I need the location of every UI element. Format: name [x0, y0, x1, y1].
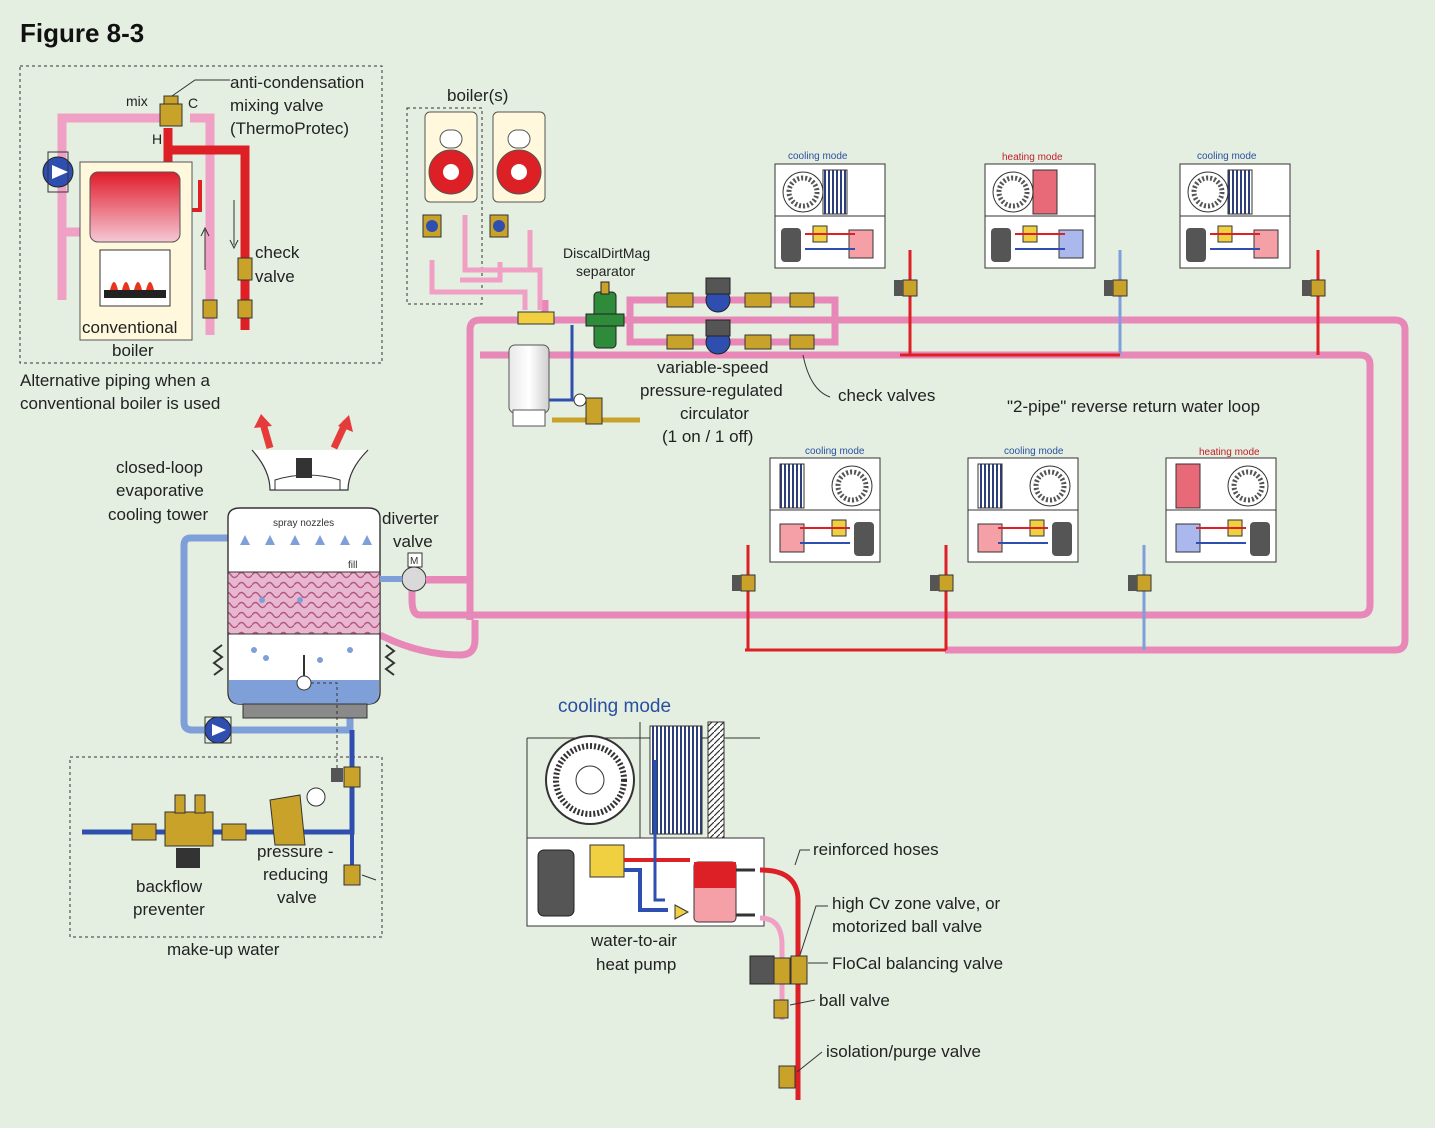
purge-valve-label: isolation/purge valve — [826, 1042, 981, 1061]
prv-label-1: pressure - — [257, 842, 334, 861]
diverter-label-1: diverter — [382, 509, 439, 528]
boiler-group-frame — [406, 107, 483, 305]
hp-bot-1-unit — [769, 457, 881, 563]
inset-caption-2: conventional boiler is used — [20, 394, 220, 413]
twin-circulators — [666, 277, 831, 398]
zone-valve-label-1: high Cv zone valve, or — [832, 894, 1001, 913]
hp-bot-3-unit — [1165, 457, 1277, 563]
detail-mode-label: cooling mode — [558, 696, 671, 717]
makeup-caption: make-up water — [167, 940, 280, 959]
hp-top-1-unit — [774, 163, 886, 269]
makeup-frame — [69, 756, 383, 938]
bottom-heat-pumps — [732, 457, 1277, 652]
tower-label-3: cooling tower — [108, 505, 209, 524]
port-c-label: C — [188, 95, 198, 111]
hp-top-3-unit — [1179, 163, 1291, 269]
check-valve-label-2: valve — [255, 267, 295, 286]
hp-bot-1-mode: cooling mode — [805, 446, 865, 457]
circulator-label-4: (1 on / 1 off) — [662, 427, 753, 446]
tower-label-2: evaporative — [116, 481, 204, 500]
separator-label-1: DiscalDirtMag — [563, 245, 650, 261]
hp-bot-3-mode: heating mode — [1199, 447, 1260, 458]
hp-top-2-mode: heating mode — [1002, 152, 1063, 163]
mixing-valve-label-2: mixing valve — [230, 96, 324, 115]
port-mix-label: mix — [126, 93, 148, 109]
circulator-label-1: variable-speed — [657, 358, 769, 377]
prv-label-2: reducing — [263, 865, 328, 884]
conventional-boiler-label-1: conventional — [82, 318, 177, 337]
mixing-valve-label-3: (ThermoProtec) — [230, 119, 349, 138]
conventional-boiler-label-2: boiler — [112, 341, 154, 360]
mixing-valve-label-1: anti-condensation — [230, 73, 364, 92]
hp-top-3-mode: cooling mode — [1197, 151, 1257, 162]
hp-bot-2-unit — [967, 457, 1079, 563]
check-valves-label: check valves — [838, 386, 935, 405]
detail-unit-label-2: heat pump — [596, 955, 676, 974]
expansion-tank — [508, 344, 640, 427]
figure-title: Figure 8-3 — [20, 18, 144, 48]
detail-unit-label-1: water-to-air — [590, 931, 677, 950]
spray-nozzles-label: spray nozzles — [273, 518, 334, 529]
boilers-label: boiler(s) — [447, 86, 508, 105]
backflow-label-2: preventer — [133, 900, 205, 919]
circulator-label-3: circulator — [680, 404, 749, 423]
inset-caption-1: Alternative piping when a — [20, 371, 211, 390]
flocal-label: FloCal balancing valve — [832, 954, 1003, 973]
main-loop-piping — [378, 296, 1409, 659]
tower-label-1: closed-loop — [116, 458, 203, 477]
prv-label-3: valve — [277, 888, 317, 907]
port-h-label: H — [152, 131, 162, 147]
zone-valve-label-2: motorized ball valve — [832, 917, 982, 936]
diverter-label-2: valve — [393, 532, 433, 551]
tank-line — [548, 325, 574, 402]
detail-leader-lines — [789, 849, 828, 1073]
hp-top-1-mode: cooling mode — [788, 151, 848, 162]
separator-label-2: separator — [576, 263, 635, 279]
backflow-label-1: backflow — [136, 877, 203, 896]
loop-label: "2-pipe" reverse return water loop — [1007, 397, 1260, 416]
conventional-boiler-piping — [42, 79, 253, 341]
check-valve-label-1: check — [255, 243, 300, 262]
detail-heat-pump — [526, 721, 765, 927]
hp-top-2-unit — [984, 163, 1096, 269]
diverter-motor-label: M — [410, 556, 418, 567]
circulator-label-2: pressure-regulated — [640, 381, 783, 400]
hoses-label: reinforced hoses — [813, 840, 939, 859]
dirt-mag-separator — [585, 281, 625, 349]
detail-riser — [749, 867, 808, 1100]
wall-boilers — [422, 111, 555, 325]
fill-label: fill — [348, 560, 357, 571]
top-heat-pumps — [774, 163, 1326, 357]
hp-bot-2-mode: cooling mode — [1004, 446, 1064, 457]
cooling-tower — [180, 414, 470, 782]
boiler-inset-frame — [19, 65, 383, 364]
makeup-water-assembly — [82, 730, 377, 886]
ball-valve-label: ball valve — [819, 991, 890, 1010]
